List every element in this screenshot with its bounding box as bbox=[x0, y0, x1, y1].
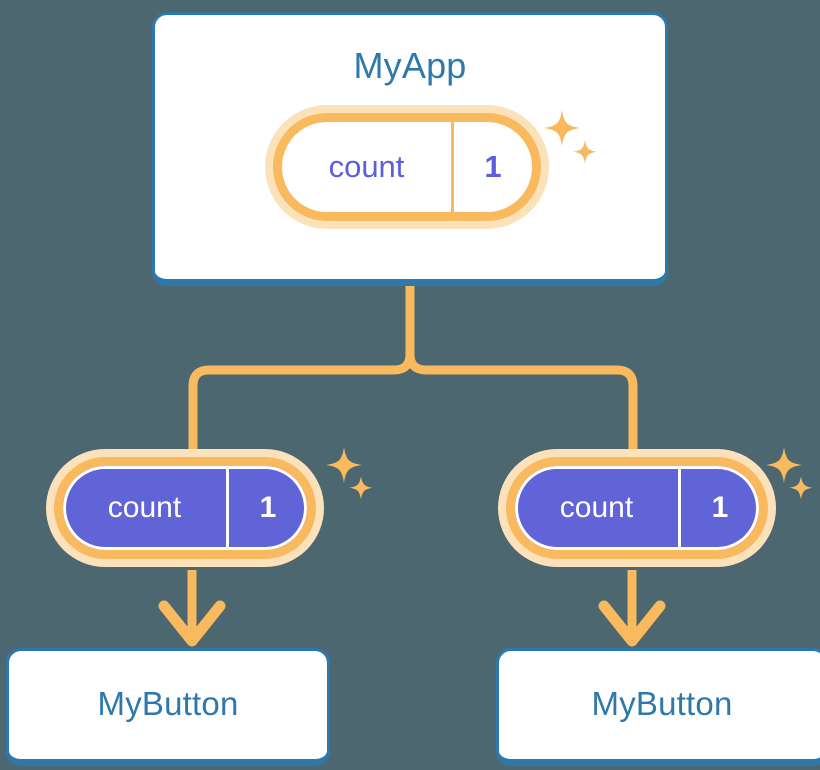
sparkle-small-icon bbox=[349, 476, 373, 500]
button-card-label: MyButton bbox=[97, 685, 239, 722]
arrow-down-icon-right bbox=[598, 600, 666, 647]
button-card-left[interactable]: MyButton bbox=[6, 648, 330, 766]
sparkle-large-icon bbox=[326, 447, 362, 483]
state-pill-key: count bbox=[559, 491, 634, 524]
state-pill-value: 1 bbox=[226, 466, 307, 550]
state-pill-value: 1 bbox=[451, 122, 532, 212]
sparkle-large-icon bbox=[766, 447, 802, 483]
state-pill-body[interactable]: count 1 bbox=[273, 113, 541, 221]
sparkle-group-child-left bbox=[316, 440, 386, 515]
sparkle-small-icon bbox=[789, 476, 813, 500]
state-pill-key: count bbox=[328, 149, 405, 184]
state-pill-key: count bbox=[107, 491, 182, 524]
state-pill-child-left[interactable]: count 1 bbox=[54, 457, 316, 559]
button-card-right[interactable]: MyButton bbox=[496, 648, 820, 766]
tree-branch-connector bbox=[188, 281, 638, 460]
button-card-label: MyButton bbox=[591, 685, 733, 722]
arrow-down-icon-left bbox=[158, 600, 226, 647]
state-pill-app[interactable]: count 1 bbox=[273, 113, 541, 221]
state-pill-body[interactable]: count 1 bbox=[506, 457, 768, 559]
page-title: MyApp bbox=[353, 45, 467, 86]
state-pill-value: 1 bbox=[678, 466, 759, 550]
state-pill-child-right[interactable]: count 1 bbox=[506, 457, 768, 559]
state-pill-body[interactable]: count 1 bbox=[54, 457, 316, 559]
